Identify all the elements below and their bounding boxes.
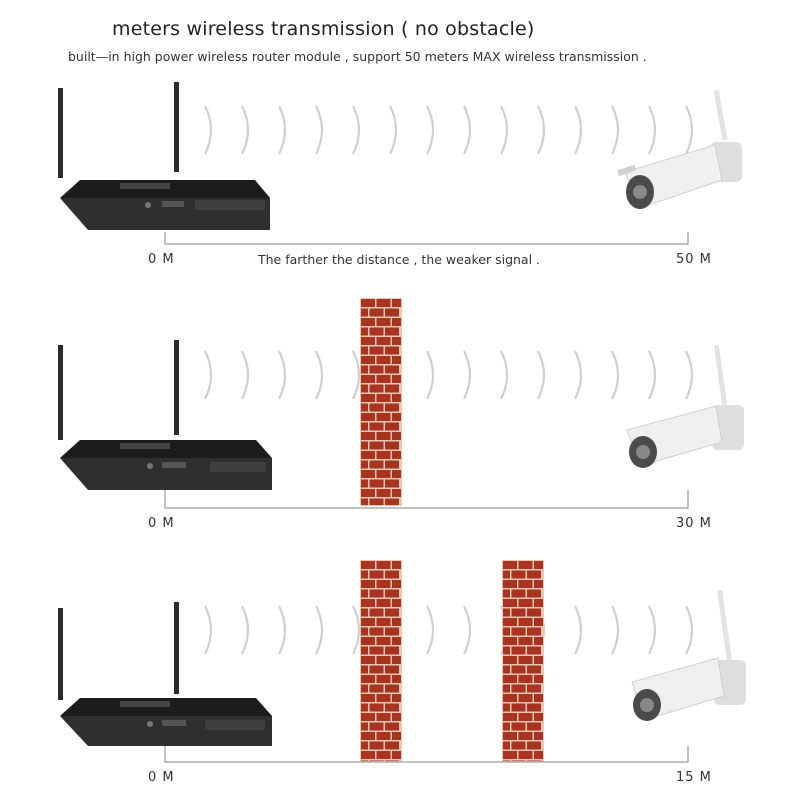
signal-arcs (204, 350, 694, 400)
signal-arc (241, 605, 250, 655)
scenario-panel-no-obstacle: 0 M The farther the distance , the weake… (0, 80, 800, 280)
signal-arc (685, 105, 694, 155)
signal-arc (574, 350, 583, 400)
scenario-graphic-3 (58, 560, 746, 763)
signal-arc (685, 605, 694, 655)
signal-arcs (204, 605, 694, 655)
signal-arc (463, 105, 472, 155)
bullet-camera-icon (617, 89, 742, 209)
diagram-subtitle: built—in high power wireless router modu… (68, 49, 647, 64)
nvr-router-icon (58, 82, 270, 230)
distance-start-label: 0 M (148, 516, 175, 531)
signal-arc (685, 350, 694, 400)
signal-arc (241, 350, 250, 400)
signal-arc (278, 105, 287, 155)
signal-arc (352, 105, 361, 155)
signal-arc (537, 105, 546, 155)
signal-arc (611, 105, 620, 155)
bullet-camera-icon (631, 589, 746, 721)
nvr-router-icon (58, 602, 272, 746)
signal-arc (611, 605, 620, 655)
distance-start-label: 0 M (148, 252, 175, 267)
signal-arc (648, 105, 657, 155)
signal-arc (315, 350, 324, 400)
distance-end-label: 15 M (676, 770, 712, 785)
signal-arc (204, 605, 213, 655)
distance-line (164, 232, 689, 245)
signal-arc (352, 605, 361, 655)
signal-arc (426, 605, 435, 655)
signal-arc (537, 350, 546, 400)
signal-arc (315, 105, 324, 155)
signal-arc (611, 350, 620, 400)
distance-end-label: 30 M (676, 516, 712, 531)
signal-arc (278, 605, 287, 655)
scenario-graphic-2 (58, 298, 744, 509)
distance-line (164, 746, 689, 763)
distance-end-label: 50 M (676, 252, 712, 267)
bullet-camera-icon (626, 344, 744, 468)
signal-arc (241, 105, 250, 155)
brick-wall (360, 298, 402, 506)
scenario-panel-two-walls: 0 M 15 M (0, 550, 800, 800)
signal-arc (648, 605, 657, 655)
scenario-panel-one-wall: 0 M 30 M (0, 290, 800, 540)
scenario-graphic-1 (58, 82, 742, 245)
signal-arc (648, 350, 657, 400)
brick-wall (360, 560, 402, 762)
signal-arc (389, 105, 398, 155)
signal-arc (463, 350, 472, 400)
brick-wall (502, 560, 544, 762)
signal-arc (500, 350, 509, 400)
signal-arc (500, 105, 509, 155)
signal-arc (463, 605, 472, 655)
nvr-router-icon (58, 340, 272, 490)
signal-arc (574, 105, 583, 155)
signal-arc (204, 105, 213, 155)
distance-line (164, 490, 689, 509)
signal-arc (315, 605, 324, 655)
diagram-title: meters wireless transmission ( no obstac… (112, 18, 535, 40)
signal-arc (204, 350, 213, 400)
signal-arc (352, 350, 361, 400)
signal-note: The farther the distance , the weaker si… (258, 252, 541, 267)
signal-arc (574, 605, 583, 655)
signal-arc (426, 350, 435, 400)
signal-arc (278, 350, 287, 400)
signal-arc (426, 105, 435, 155)
signal-arcs (204, 105, 694, 155)
distance-start-label: 0 M (148, 770, 175, 785)
